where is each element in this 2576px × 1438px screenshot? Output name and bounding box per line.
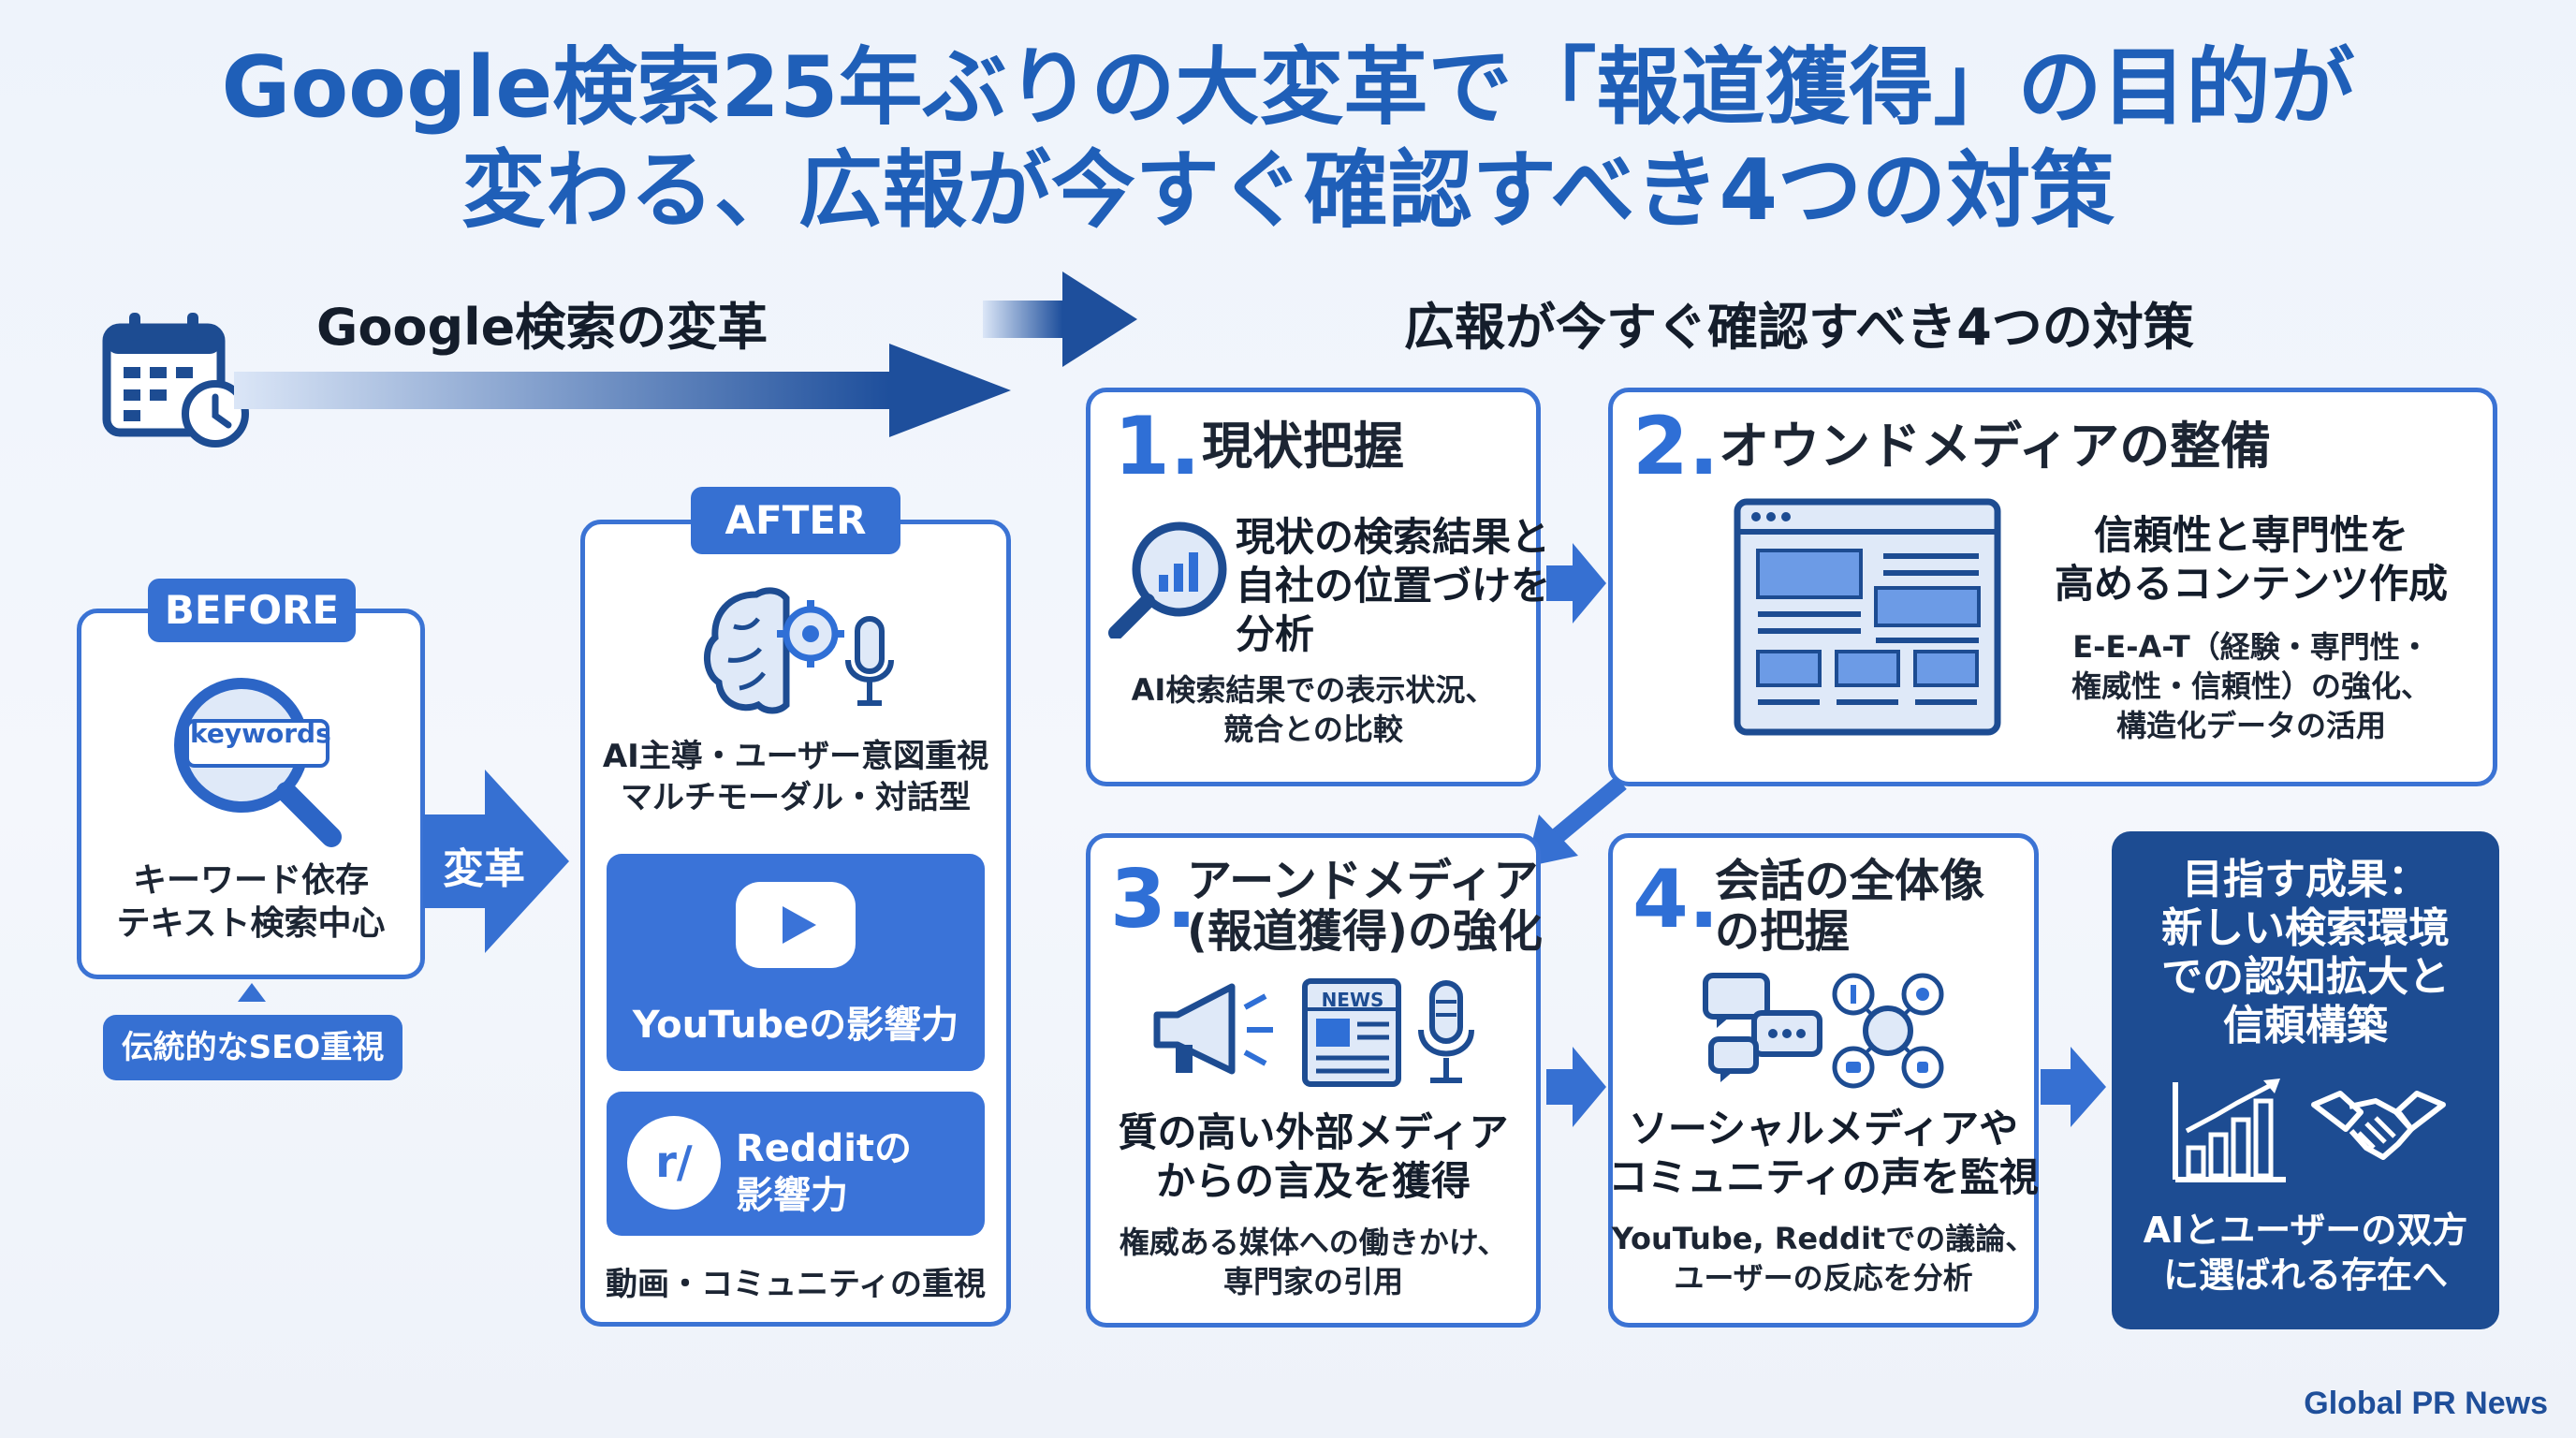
after-desc-line2: マルチモーダル・対話型 bbox=[621, 779, 971, 816]
brand-footer: Global PR News bbox=[2304, 1386, 2548, 1421]
step3-number: 3. bbox=[1110, 853, 1197, 946]
goal-bottom-line1: AIとユーザーの双方 bbox=[2143, 1210, 2468, 1251]
social-network-icon bbox=[1825, 970, 1951, 1092]
handshake-icon bbox=[2308, 1077, 2449, 1180]
step1-number: 1. bbox=[1114, 400, 1201, 493]
step2-title: オウンドメディアの整備 bbox=[1719, 417, 2272, 476]
step4-title-line1: 会話の全体像 bbox=[1715, 855, 1985, 907]
step3-sub-line1: 権威ある媒体への働きかけ、 bbox=[1119, 1225, 1508, 1260]
step1-sub-line2: 競合との比較 bbox=[1223, 712, 1403, 747]
note-pointer bbox=[238, 983, 266, 1002]
after-desc-line1: AI主導・ユーザー意図重視 bbox=[602, 738, 989, 775]
step4-main-line2: コミュニティの声を監視 bbox=[1608, 1154, 2039, 1200]
step1-main-line3: 分析 bbox=[1236, 611, 1315, 657]
step1-main-line2: 自社の位置づけを bbox=[1236, 563, 1551, 609]
growth-chart-icon bbox=[2170, 1075, 2290, 1185]
reddit-logo-text: r/ bbox=[655, 1137, 693, 1187]
before-desc-line1: キーワード依存 bbox=[132, 861, 369, 900]
after-footer-text: 動画・コミュニティの重視 bbox=[606, 1266, 986, 1303]
search-keywords-icon bbox=[159, 672, 346, 850]
step1-sub-line1: AI検索結果での表示状況、 bbox=[1131, 672, 1496, 708]
step3-main-line1: 質の高い外部メディア bbox=[1118, 1109, 1509, 1155]
keyword-tag: keywords bbox=[190, 718, 331, 749]
step2-sub-line1: E-E-A-T（経験・専門性・ bbox=[2072, 629, 2430, 665]
flow-arrow-4-goal bbox=[2041, 1045, 2108, 1129]
step4-main-line1: ソーシャルメディアや bbox=[1628, 1106, 2019, 1152]
step4-card bbox=[1608, 833, 2039, 1328]
step2-number: 2. bbox=[1632, 400, 1720, 493]
transition-arrow-left bbox=[234, 339, 1011, 451]
goal-line1: 目指す成果： bbox=[2182, 856, 2429, 903]
step3-title-line1: アーンドメディア bbox=[1187, 855, 1539, 907]
goal-line3: での認知拡大と bbox=[2161, 953, 2450, 1001]
flow-arrow-1-2 bbox=[1546, 541, 1608, 625]
step1-main-line1: 現状の検索結果と bbox=[1236, 514, 1551, 560]
web-page-layout-icon bbox=[1734, 498, 2001, 736]
megaphone-icon bbox=[1149, 979, 1281, 1082]
reddit-influence-line1: Redditの bbox=[736, 1127, 913, 1170]
reddit-logo-icon bbox=[627, 1116, 721, 1210]
right-section-heading: 広報が今すぐ確認すべき4つの対策 bbox=[1404, 298, 2194, 357]
flow-arrow-3-4 bbox=[1546, 1045, 1608, 1129]
step2-main-line2: 高めるコンテンツ作成 bbox=[2054, 561, 2448, 607]
newspaper-icon bbox=[1301, 977, 1404, 1088]
goal-line2: 新しい検索環境 bbox=[2161, 904, 2450, 952]
youtube-influence-label: YouTubeの影響力 bbox=[632, 1004, 959, 1047]
step3-title-line2: (報道獲得)の強化 bbox=[1187, 905, 1543, 958]
step4-number: 4. bbox=[1632, 853, 1720, 946]
transform-arrow bbox=[423, 768, 573, 955]
page-title-line2: 変わる、広報が今すぐ確認すべき4つの対策 bbox=[461, 141, 2115, 240]
goal-bottom-line2: に選ばれる存在へ bbox=[2162, 1255, 2448, 1296]
youtube-play-icon bbox=[736, 882, 856, 968]
step2-sub-line2: 権威性・信頼性）の強化、 bbox=[2071, 668, 2431, 704]
chat-bubbles-icon bbox=[1702, 970, 1823, 1088]
magnifier-chart-icon bbox=[1106, 517, 1237, 638]
goal-line4: 信頼構築 bbox=[2223, 1002, 2388, 1049]
after-badge: AFTER bbox=[691, 487, 900, 554]
page-title-line1: Google検索25年ぶりの大変革で「報道獲得」の目的が bbox=[221, 38, 2355, 137]
before-desc-line2: テキスト検索中心 bbox=[116, 904, 386, 943]
step1-title: 現状把握 bbox=[1202, 417, 1404, 476]
calendar-clock-icon bbox=[101, 309, 251, 449]
news-label: NEWS bbox=[1321, 989, 1384, 1011]
transition-arrow-top bbox=[983, 270, 1142, 373]
reddit-influence-line2: 影響力 bbox=[736, 1174, 848, 1217]
transform-arrow-label: 変革 bbox=[443, 845, 525, 893]
traditional-seo-note: 伝統的なSEO重視 bbox=[103, 1015, 402, 1080]
before-badge: BEFORE bbox=[148, 579, 356, 642]
goal-card bbox=[2112, 831, 2499, 1329]
step3-main-line2: からの言及を獲得 bbox=[1155, 1158, 1471, 1204]
step2-main-line1: 信頼性と専門性を bbox=[2093, 512, 2408, 558]
step4-sub-line1: YouTube, Redditでの議論、 bbox=[1611, 1221, 2036, 1256]
ai-brain-gear-mic-icon bbox=[700, 576, 897, 716]
step4-sub-line2: ユーザーの反応を分析 bbox=[1674, 1260, 1973, 1296]
step4-title-line2: の把握 bbox=[1715, 905, 1851, 958]
microphone-icon bbox=[1413, 979, 1479, 1086]
step3-sub-line2: 専門家の引用 bbox=[1222, 1264, 1403, 1299]
left-section-heading: Google検索の変革 bbox=[316, 298, 768, 357]
step2-sub-line3: 構造化データの活用 bbox=[2115, 708, 2386, 743]
